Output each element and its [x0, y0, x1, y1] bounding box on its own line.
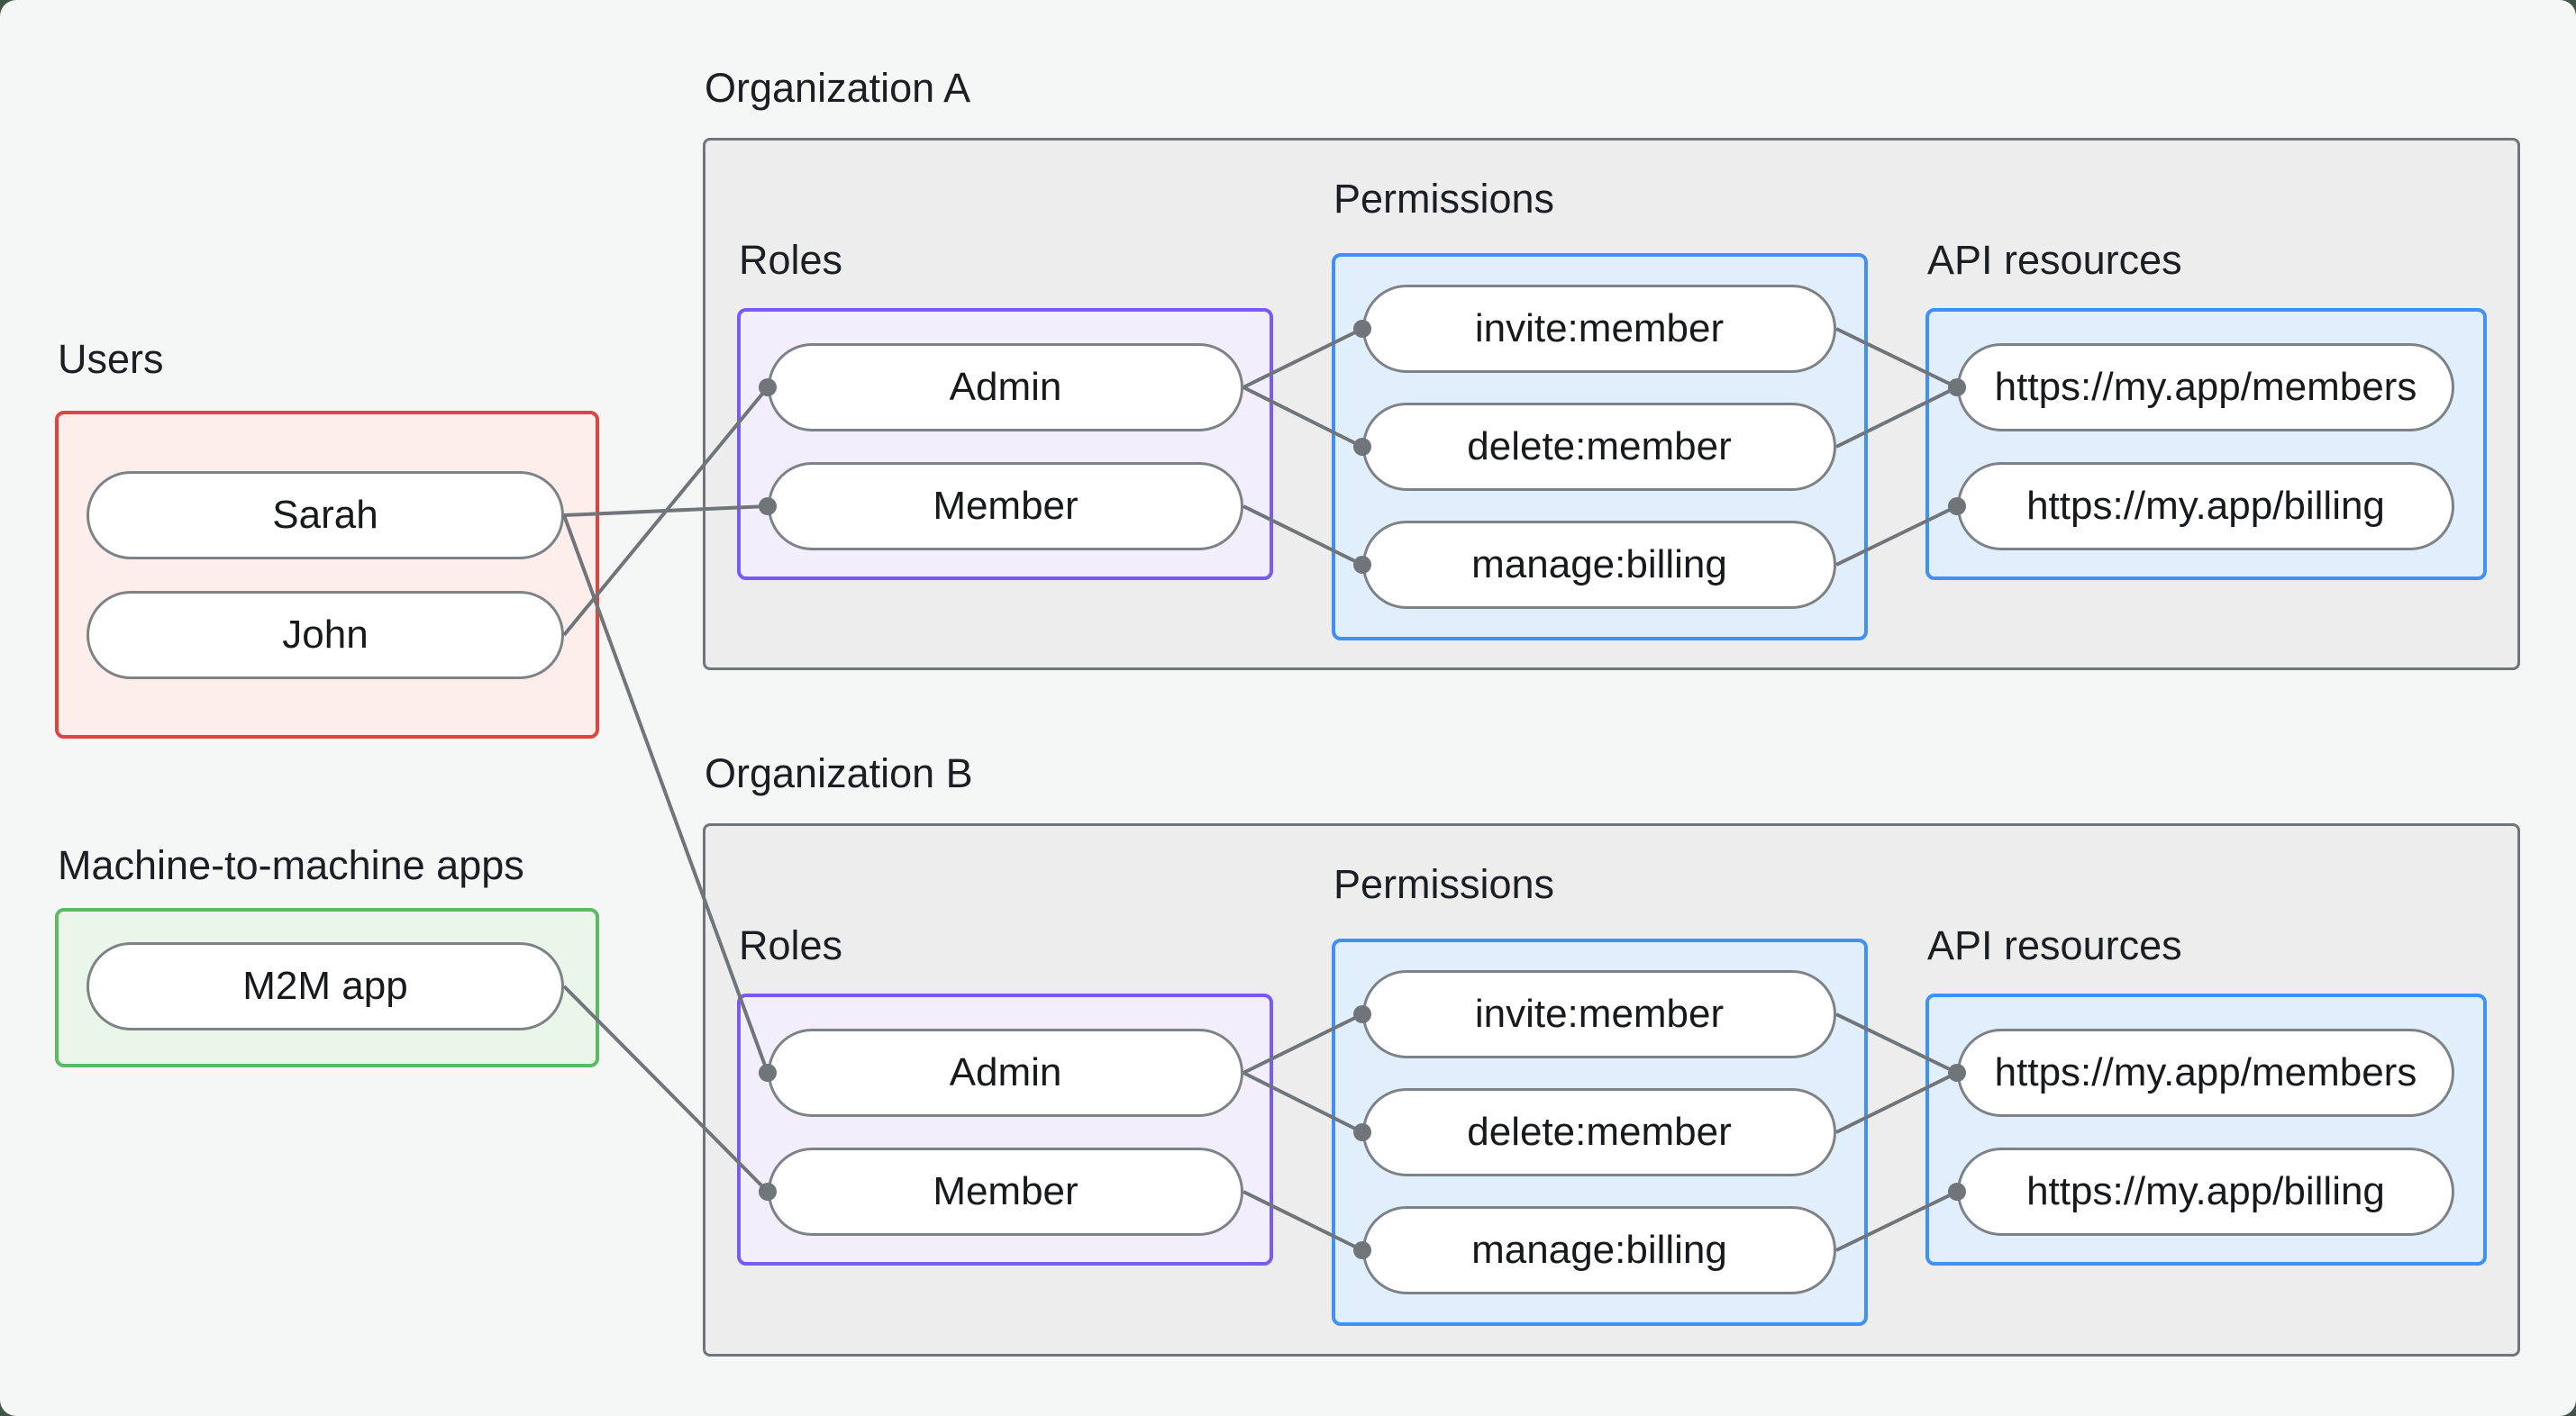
org-b-api-members-node: https://my.app/members	[1957, 1029, 2454, 1117]
org-a-permissions-label: Permissions	[1334, 176, 1555, 222]
user-node-sarah: Sarah	[86, 471, 564, 559]
org-b-permissions-label: Permissions	[1334, 861, 1555, 907]
org-b-title: Organization B	[705, 750, 973, 796]
org-a-api-members-node: https://my.app/members	[1957, 343, 2454, 431]
org-b-role-member-node: Member	[768, 1148, 1243, 1236]
org-a-api-resources-label: API resources	[1927, 237, 2182, 283]
users-box	[55, 411, 599, 739]
org-a-role-admin-node: Admin	[768, 343, 1243, 431]
m2m-app-node: M2M app	[86, 942, 564, 1030]
org-b-role-admin-node: Admin	[768, 1029, 1243, 1117]
org-a-title: Organization A	[705, 65, 971, 111]
org-a-permission-invite-member-node: invite:member	[1362, 285, 1836, 373]
user-node-john: John	[86, 591, 564, 679]
org-b-permission-invite-member-node: invite:member	[1362, 970, 1836, 1058]
org-b-api-resources-label: API resources	[1927, 922, 2182, 968]
org-a-roles-label: Roles	[739, 237, 843, 283]
org-b-api-billing-node: https://my.app/billing	[1957, 1148, 2454, 1236]
org-b-permission-delete-member-node: delete:member	[1362, 1088, 1836, 1176]
org-a-role-member-node: Member	[768, 462, 1243, 550]
org-b-permission-manage-billing-node: manage:billing	[1362, 1206, 1836, 1294]
org-a-api-billing-node: https://my.app/billing	[1957, 462, 2454, 550]
org-b-roles-label: Roles	[739, 922, 843, 968]
org-a-permission-delete-member-node: delete:member	[1362, 403, 1836, 491]
users-label: Users	[58, 336, 164, 382]
m2m-apps-label: Machine-to-machine apps	[58, 842, 524, 888]
org-a-permission-manage-billing-node: manage:billing	[1362, 521, 1836, 609]
